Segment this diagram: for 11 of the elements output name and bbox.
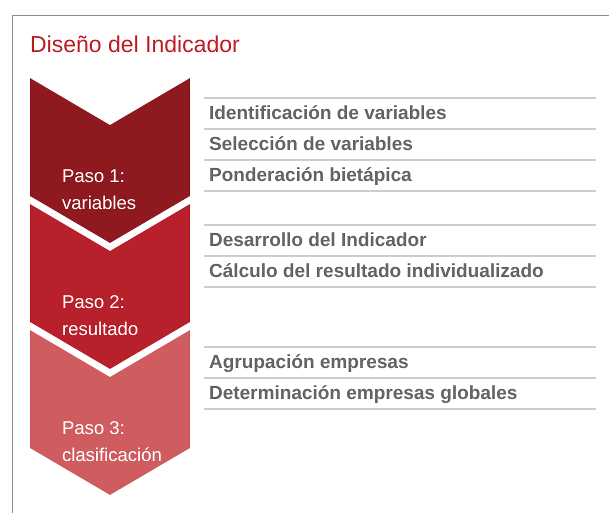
task-item: Identificación de variables: [204, 99, 596, 130]
step-label: Paso 1: variables: [62, 164, 138, 215]
task-item: Determinación empresas globales: [204, 379, 596, 410]
task-item: Desarrollo del Indicador: [204, 226, 596, 257]
task-item: Agrupación empresas: [204, 348, 596, 379]
task-item: Selección de variables: [204, 130, 596, 161]
task-item: Ponderación bietápica: [204, 161, 596, 192]
step-label: Paso 2: resultado: [62, 290, 140, 341]
step-label: Paso 3: clasificación: [62, 416, 163, 467]
diagram-title: Diseño del Indicador: [30, 31, 240, 58]
task-item: Cálculo del resultado individualizado: [204, 257, 596, 288]
